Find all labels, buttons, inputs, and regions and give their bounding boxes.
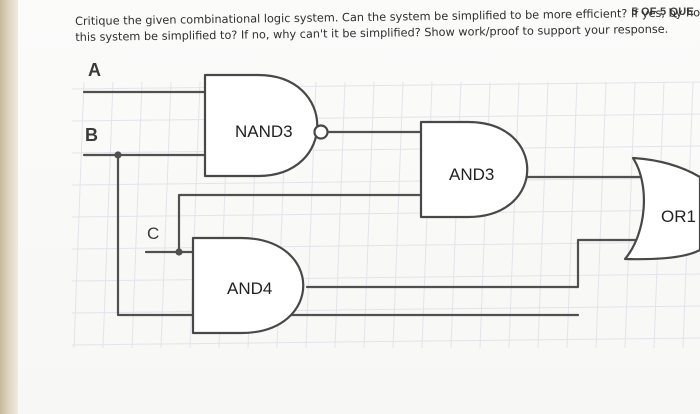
photo-left-edge xyxy=(0,0,18,414)
input-label-a: A xyxy=(88,60,101,80)
gate-label-or1: OR1 xyxy=(661,207,696,226)
input-label-c: C xyxy=(147,224,160,243)
gate-label-and4: AND4 xyxy=(227,279,273,298)
gate-label-and3: AND3 xyxy=(449,165,495,184)
gate-label-nand3: NAND3 xyxy=(235,122,293,141)
question-page xyxy=(18,0,700,414)
input-label-b: B xyxy=(85,125,98,145)
question-counter: 5 OF 5 QUE xyxy=(631,6,694,18)
